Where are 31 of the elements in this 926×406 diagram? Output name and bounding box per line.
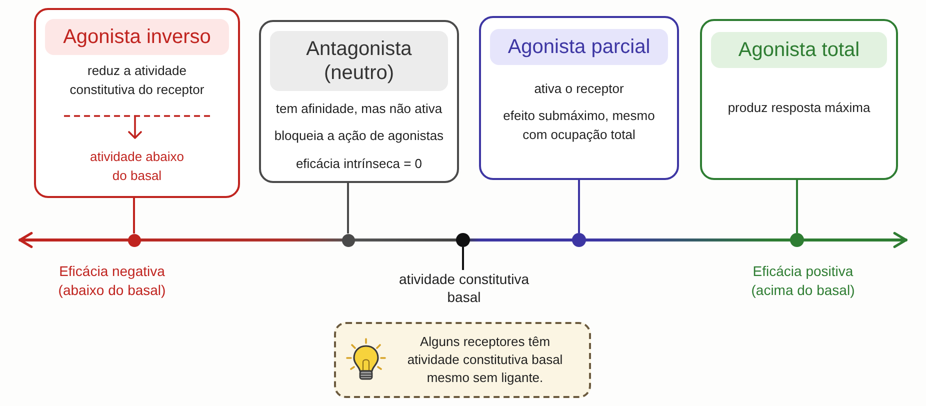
card-heading: Antagonista (neutro) [270,31,448,91]
connector-line [462,247,464,270]
card-heading: Agonista total [711,32,887,68]
connector-line [578,180,580,233]
info-card [34,8,240,198]
info-card [479,16,679,180]
connector-line [133,198,135,234]
axis-end-label: Eficácia negativa (abaixo do basal) [57,262,167,300]
axis-point [572,233,586,247]
description-text: reduz a atividade constitutiva do receptor [68,62,206,99]
axis-point [128,234,140,246]
axis-point [456,233,470,247]
axis-point [790,233,804,247]
description-text: tem afinidade, mas não ativa [276,100,442,118]
connector-line [796,180,798,233]
description-text: efeito submáximo, mesmo com ocupação total [502,107,656,144]
info-card [700,19,898,180]
card-heading: Agonista parcial [490,29,668,65]
axis-end-label: Eficácia positiva (acima do basal) [750,262,856,300]
baseline-label: atividade constitutiva basal [389,270,539,306]
tip-box [334,322,591,398]
description-text: eficácia intrínseca = 0 [296,155,422,173]
description-text: bloqueia a ação de agonistas [274,127,444,145]
description-text: produz resposta máxima [728,99,870,117]
effect-note: atividade abaixo do basal [89,148,185,185]
tip-text: Alguns receptores têm atividade constitutiva basal mesmo sem ligante. [406,333,564,387]
connector-line [347,183,349,234]
axis-point [342,234,354,246]
description-text: ativa o receptor [534,80,624,98]
info-card [259,20,459,183]
card-heading: Agonista inverso [45,19,229,55]
